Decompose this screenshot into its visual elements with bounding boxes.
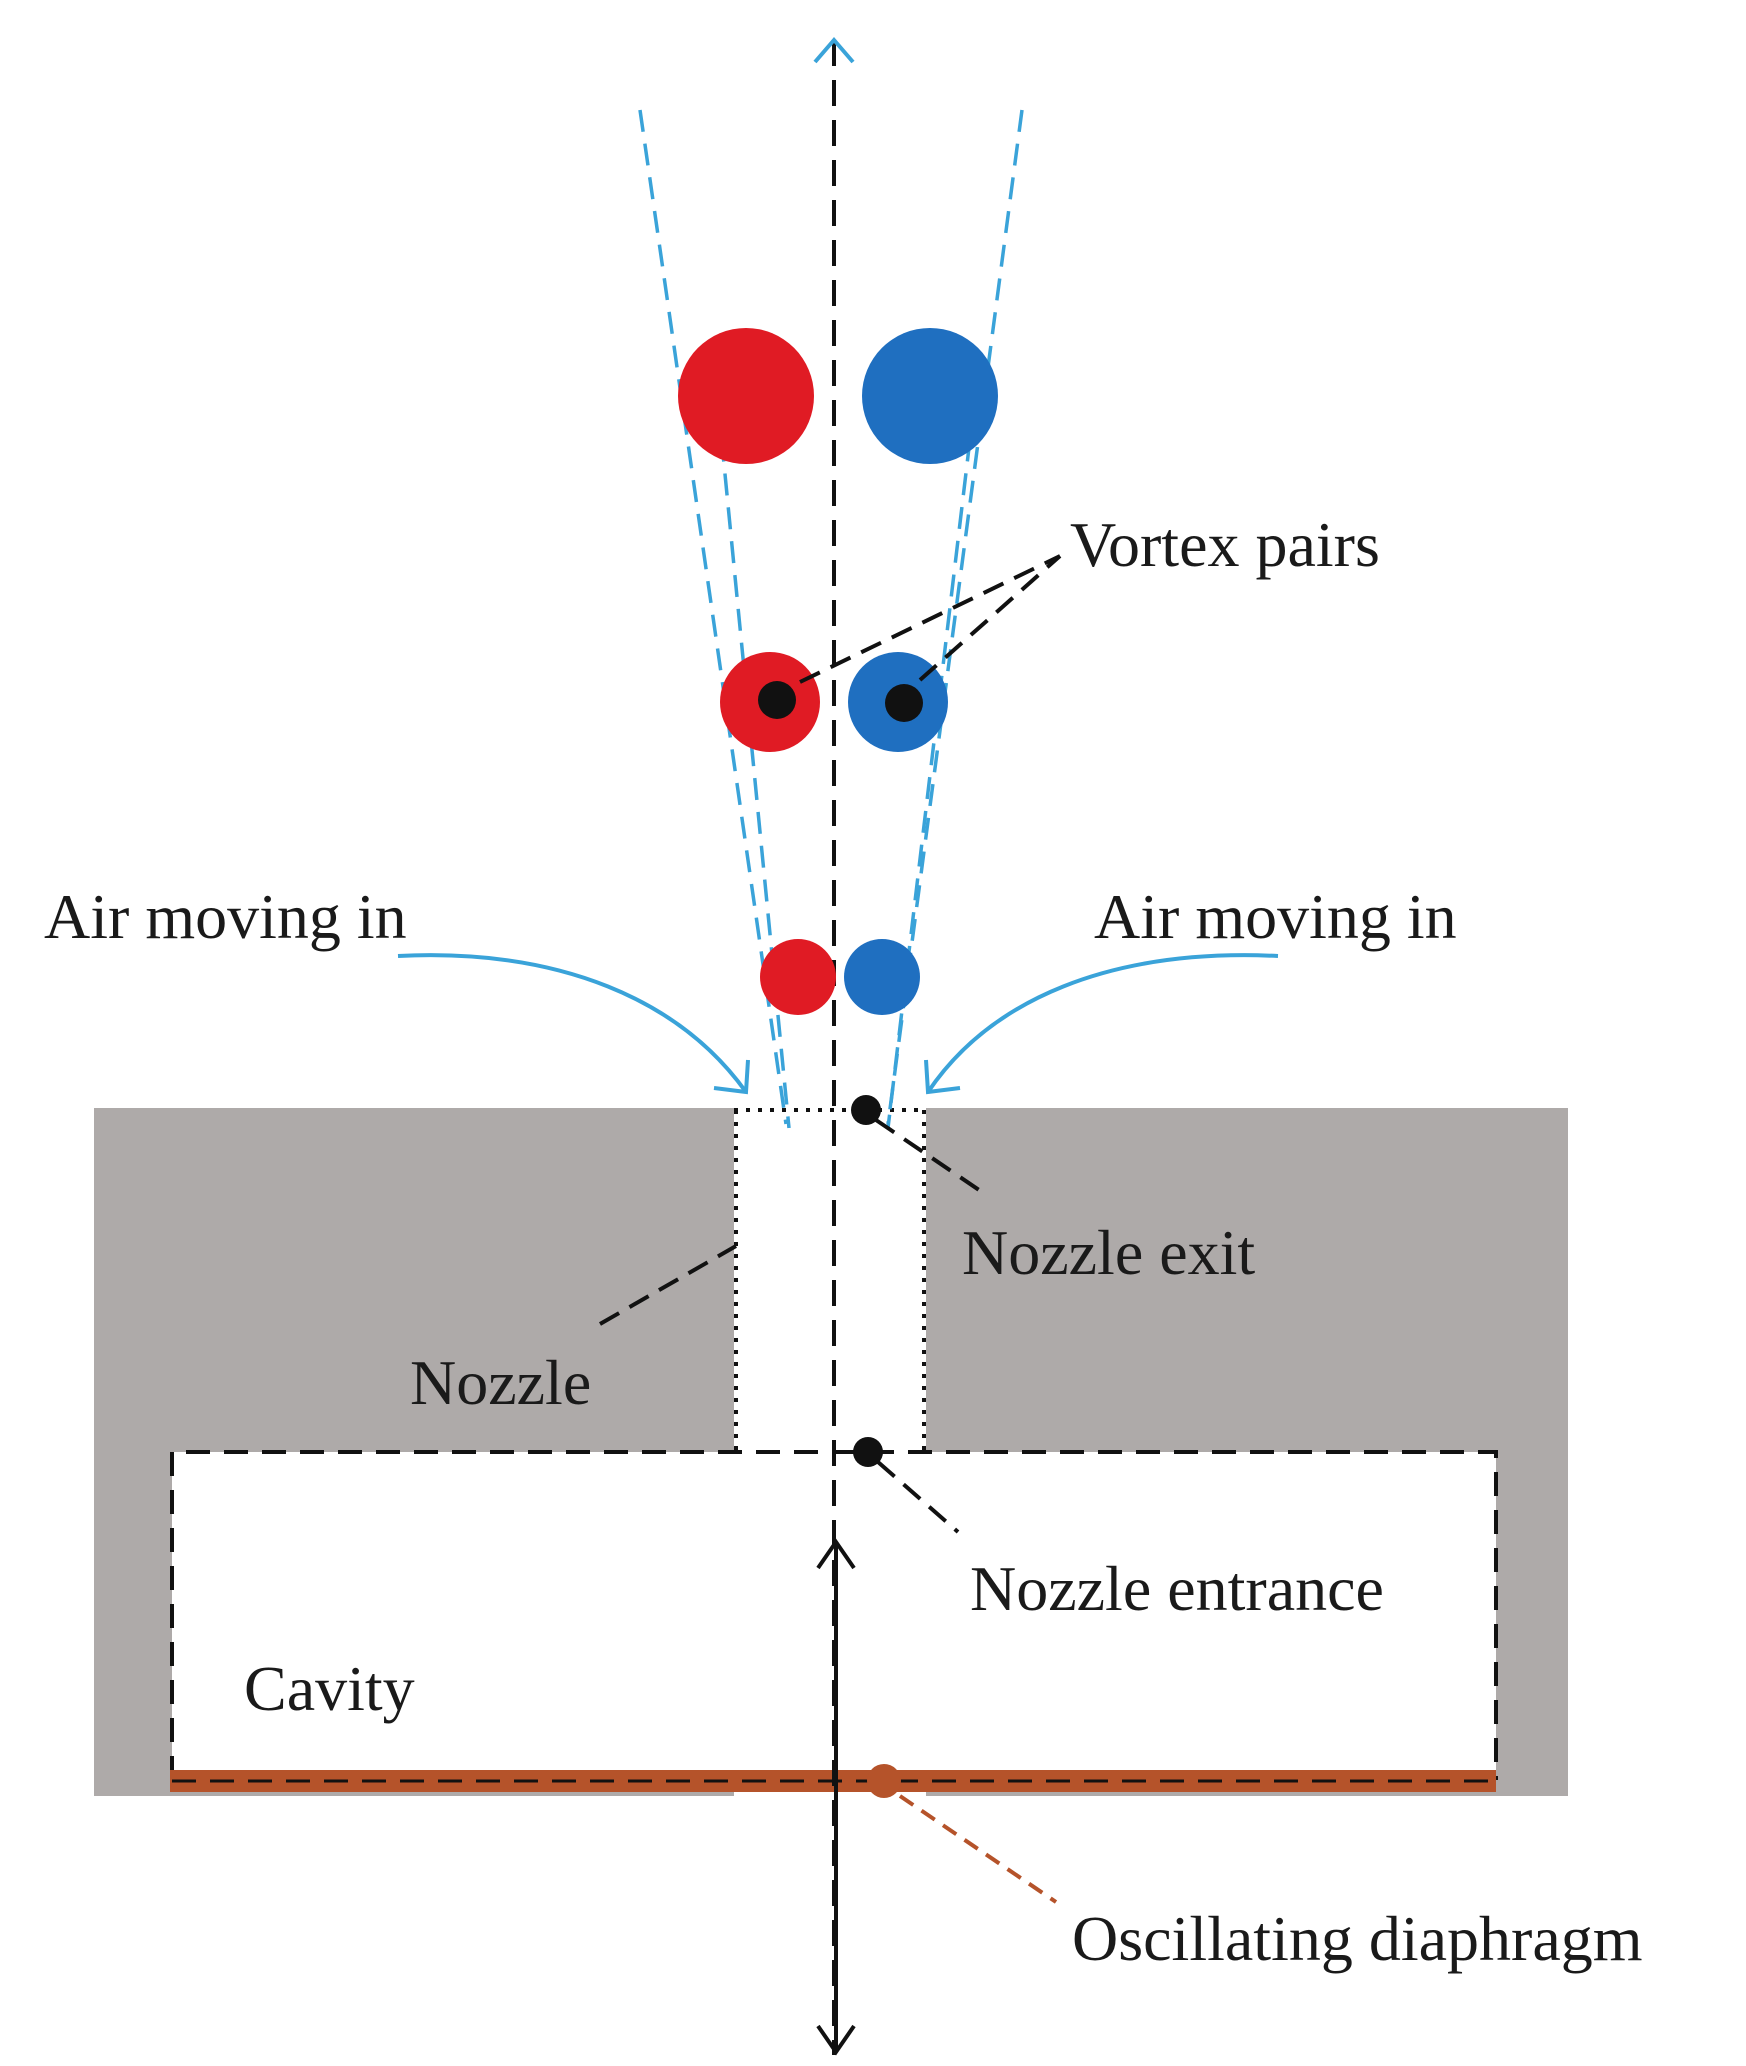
inflow-arrows — [397, 953, 1279, 1095]
vortex-leaders — [799, 554, 1062, 684]
spread-line-outer-left — [638, 109, 788, 1125]
vortex-leader-right — [918, 554, 1062, 682]
vortex-pair-middle — [720, 652, 948, 752]
label-oscillating-diaphragm: Oscillating diaphragm — [1072, 1903, 1643, 1974]
diaphragm-marker — [867, 1764, 901, 1798]
label-vortex-pairs: Vortex pairs — [1070, 509, 1380, 580]
nozzle-exit-marker — [851, 1095, 881, 1125]
vortex-right-small — [844, 939, 920, 1015]
label-cavity: Cavity — [244, 1653, 415, 1724]
vortex-leader-left — [799, 554, 1061, 684]
nozzle-leader — [599, 1244, 737, 1326]
diaphragm-leader — [898, 1794, 1058, 1904]
vortex-right-large — [862, 328, 998, 464]
vortex-left-small — [760, 939, 836, 1015]
inflow-right-arrowhead-icon — [924, 1059, 961, 1095]
nozzle-entrance-marker — [853, 1437, 883, 1467]
label-nozzle-entrance: Nozzle entrance — [970, 1553, 1384, 1624]
nozzle-exit-leader — [874, 1118, 984, 1194]
label-leaders — [599, 1118, 984, 1534]
spread-line-inner-right — [886, 371, 980, 1129]
oscillation-arrow — [816, 1538, 856, 2056]
inflow-left-arrowhead-icon — [713, 1059, 750, 1095]
oscillation-down-arrowhead-icon — [816, 2024, 856, 2056]
nozzle-channel — [734, 1108, 926, 1452]
vortex-pair-bottom — [760, 939, 920, 1015]
inflow-arrow-right — [926, 953, 1279, 1094]
inflow-arrow-left — [397, 953, 748, 1094]
label-nozzle-exit: Nozzle exit — [962, 1217, 1255, 1288]
oscillation-up-arrowhead-icon — [816, 1538, 856, 1570]
vortex-pair-top — [678, 328, 998, 464]
label-nozzle: Nozzle — [410, 1347, 591, 1418]
vortex-core-right — [885, 684, 923, 722]
vortex-left-large — [678, 328, 814, 464]
vortex-core-left — [758, 681, 796, 719]
nozzle-entrance-leader — [876, 1460, 960, 1534]
label-air-moving-in-left: Air moving in — [44, 881, 407, 952]
label-air-moving-in-right: Air moving in — [1094, 881, 1457, 952]
axis-top-arrowhead-icon — [813, 36, 855, 64]
